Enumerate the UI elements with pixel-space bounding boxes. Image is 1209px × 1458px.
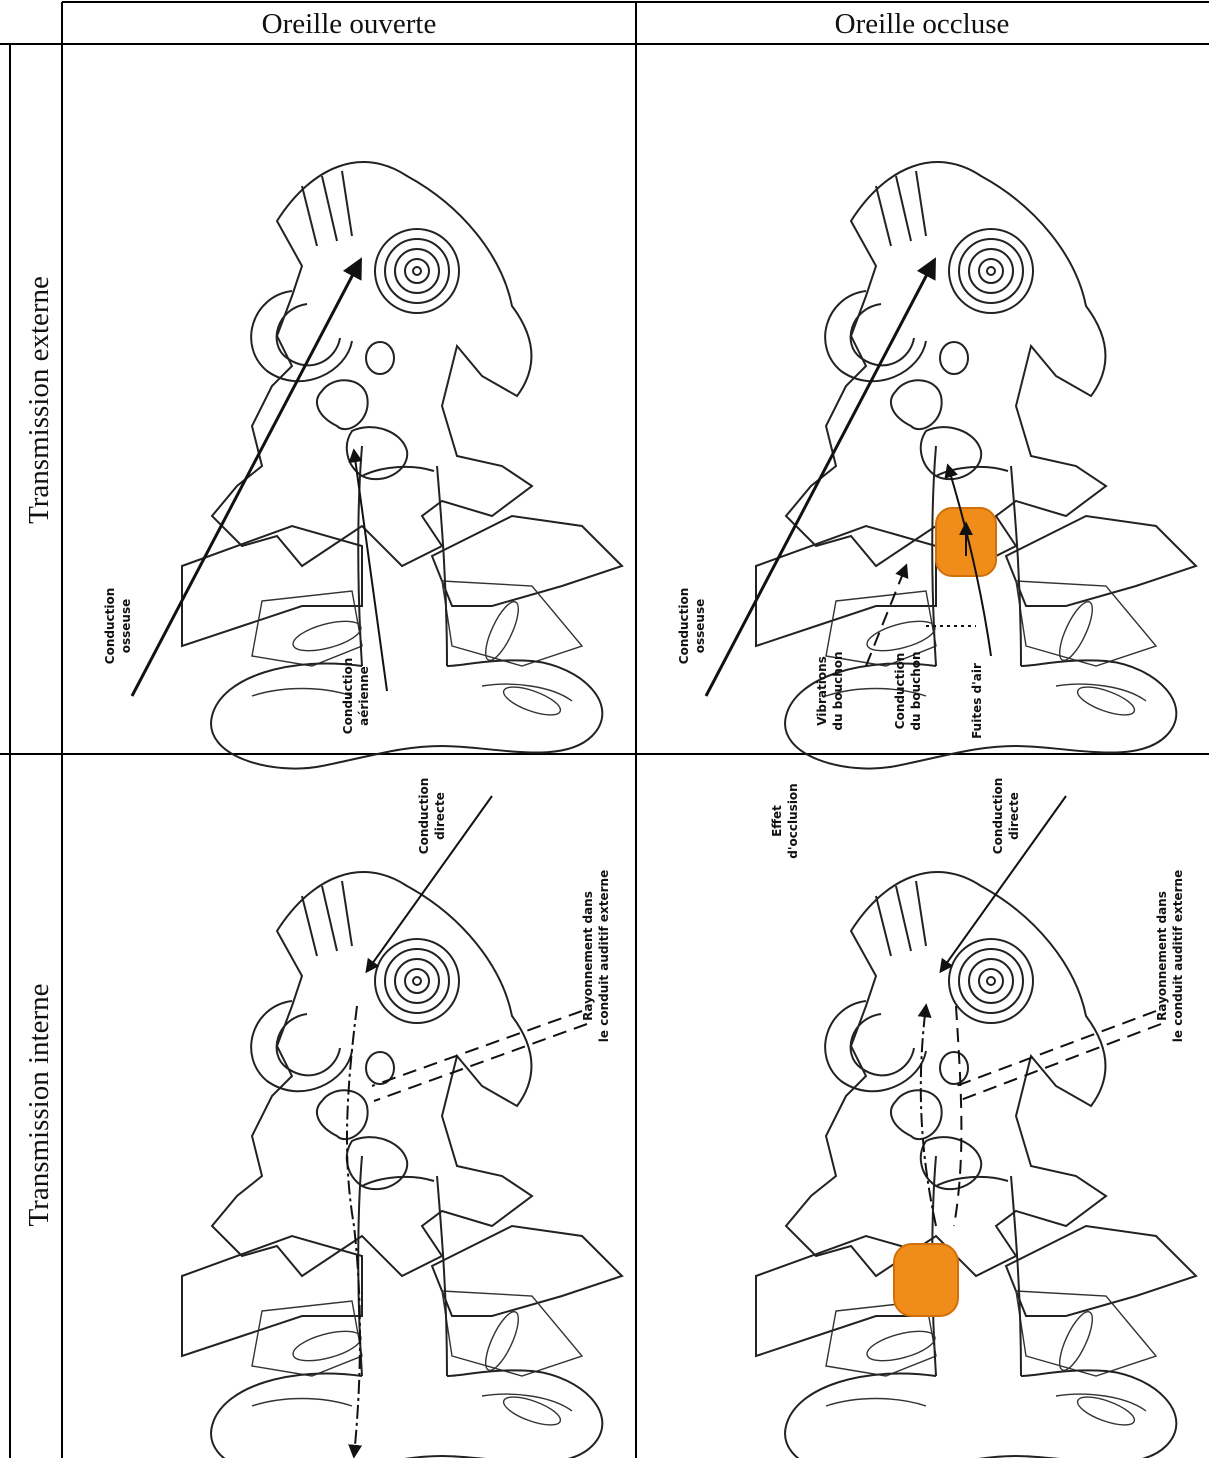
- bone-conduction-arrow: [132, 261, 360, 696]
- column-header-occluded: Oreille occluse: [835, 8, 1010, 40]
- label-plug-vibration-2: du bouchon: [831, 651, 845, 730]
- label-occlusion-effect: Effet: [770, 805, 784, 837]
- label-direct-conduction-2: directe: [1007, 792, 1021, 840]
- label-radiation-2: le conduit auditif externe: [597, 870, 611, 1042]
- panel-open-internal: Conduction directe Rayonnement dans le c…: [182, 778, 622, 1458]
- occlusion-down-path: [954, 1006, 961, 1226]
- label-radiation: Rayonnement dans: [581, 891, 595, 1021]
- radiation-dashed-1: [372, 1011, 582, 1086]
- label-bone-conduction: Conduction: [103, 588, 117, 664]
- label-bone-conduction-2: osseuse: [693, 599, 707, 654]
- ear-anatomy-drawing: [182, 162, 622, 768]
- label-direct-conduction-2: directe: [433, 792, 447, 840]
- label-occlusion-effect-2: d'occlusion: [786, 783, 800, 858]
- earplug: [894, 1244, 958, 1316]
- panel-open-external: Conduction osseuse Conduction aérienne: [103, 162, 622, 768]
- row-label-internal: Transmission interne: [23, 983, 55, 1226]
- label-plug-conduction-2: du bouchon: [909, 651, 923, 730]
- label-direct-conduction: Conduction: [417, 778, 431, 854]
- label-air-leak: Fuites d'air: [970, 663, 984, 739]
- panel-occluded-external: Conduction osseuse Vibrations du bouchon…: [677, 162, 1196, 768]
- label-bone-conduction-2: osseuse: [119, 599, 133, 654]
- radiation-dashed-2: [374, 1024, 587, 1101]
- label-radiation-2: le conduit auditif externe: [1171, 870, 1185, 1042]
- ear-anatomy-drawing: [182, 872, 622, 1458]
- panel-occluded-internal: Effet d'occlusion Conduction directe Ray…: [756, 778, 1196, 1458]
- bone-conduction-arrow: [706, 261, 934, 696]
- row-label-external: Transmission externe: [23, 276, 55, 524]
- label-air-conduction-2: aérienne: [357, 666, 371, 726]
- column-header-open: Oreille ouverte: [262, 8, 437, 40]
- label-direct-conduction: Conduction: [991, 778, 1005, 854]
- radiation-dashed-2: [958, 1024, 1161, 1101]
- label-bone-conduction: Conduction: [677, 588, 691, 664]
- label-air-conduction: Conduction: [341, 658, 355, 734]
- label-plug-vibration: Vibrations: [815, 656, 829, 726]
- label-radiation: Rayonnement dans: [1155, 891, 1169, 1021]
- label-plug-conduction: Conduction: [893, 653, 907, 729]
- ear-anatomy-drawing: [756, 872, 1196, 1458]
